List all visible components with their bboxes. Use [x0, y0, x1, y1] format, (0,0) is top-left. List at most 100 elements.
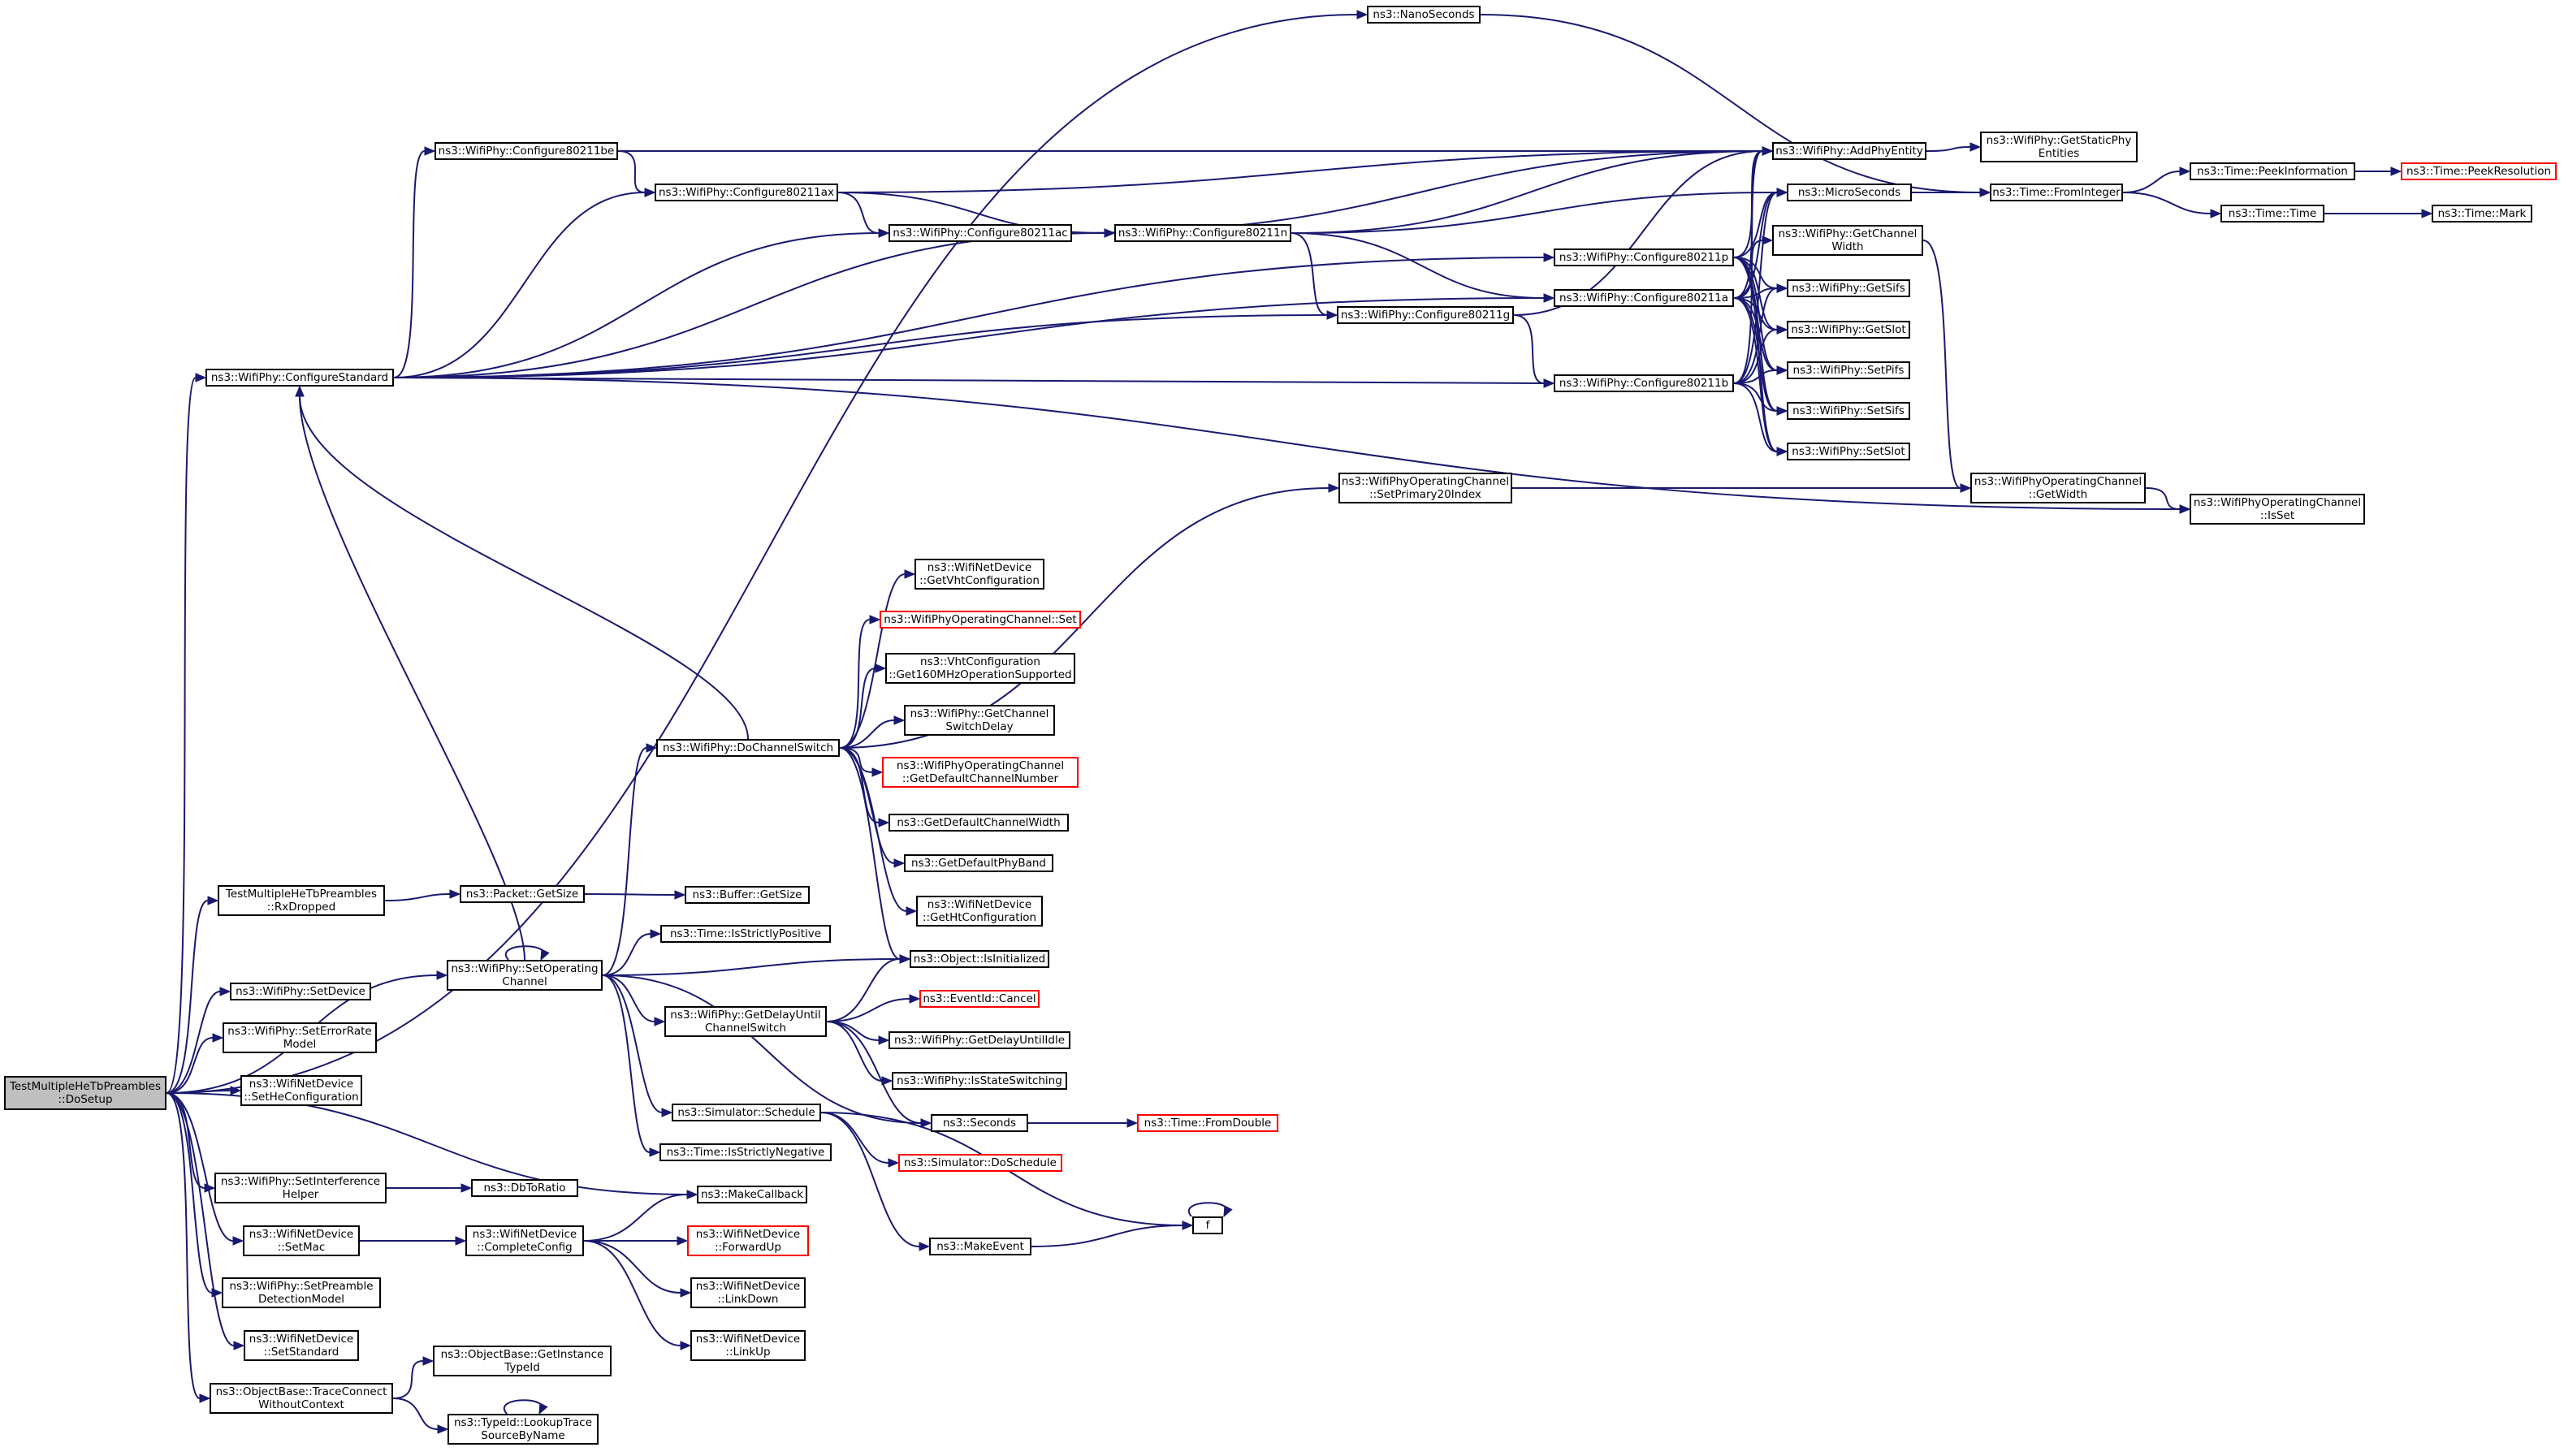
node-set-mac[interactable]: ns3::WifiNetDevice ::SetMac — [243, 1225, 360, 1256]
node-set-preamble-detection-model[interactable]: ns3::WifiPhy::SetPreamble DetectionModel — [222, 1277, 381, 1308]
node-set-standard[interactable]: ns3::WifiNetDevice ::SetStandard — [244, 1330, 359, 1361]
node-configure-80211a[interactable]: ns3::WifiPhy::Configure80211a — [1554, 289, 1734, 307]
node-add-phy-entity[interactable]: ns3::WifiPhy::AddPhyEntity — [1772, 142, 1926, 160]
node-configure-80211ac[interactable]: ns3::WifiPhy::Configure80211ac — [889, 224, 1072, 242]
node-configure-80211p[interactable]: ns3::WifiPhy::Configure80211p — [1554, 248, 1734, 266]
edge-frominteger-time — [2122, 192, 2212, 214]
node-get-static-phy-entities[interactable]: ns3::WifiPhy::GetStaticPhy Entities — [1980, 132, 2138, 162]
node-dosetup[interactable]: TestMultipleHeTbPreambles ::DoSetup — [4, 1076, 166, 1110]
node-is-strictly-positive[interactable]: ns3::Time::IsStrictlyPositive — [660, 925, 831, 943]
edge-cfg80211b-setpifs — [1733, 369, 1778, 384]
node-seconds[interactable]: ns3::Seconds — [931, 1114, 1028, 1132]
node-simulator-schedule[interactable]: ns3::Simulator::Schedule — [672, 1104, 821, 1121]
edge-setoperatingchannel-configurestandard — [299, 395, 525, 961]
node-is-strictly-negative[interactable]: ns3::Time::IsStrictlyNegative — [659, 1143, 832, 1161]
node-get-vht-configuration[interactable]: ns3::WifiNetDevice ::GetVhtConfiguration — [914, 559, 1044, 590]
edge-cfg80211n-addphyentity — [1291, 150, 1763, 234]
node-time-from-double[interactable]: ns3::Time::FromDouble — [1137, 1114, 1278, 1132]
node-get-default-channel-width[interactable]: ns3::GetDefaultChannelWidth — [889, 814, 1069, 832]
node-time-from-integer[interactable]: ns3::Time::FromInteger — [1990, 184, 2123, 201]
node-forward-up[interactable]: ns3::WifiNetDevice ::ForwardUp — [687, 1225, 809, 1256]
node-time-time[interactable]: ns3::Time::Time — [2220, 205, 2324, 223]
edge-completeconfig-linkup — [583, 1240, 681, 1346]
node-configure-80211be[interactable]: ns3::WifiPhy::Configure80211be — [435, 142, 618, 160]
node-complete-config[interactable]: ns3::WifiNetDevice ::CompleteConfig — [465, 1225, 584, 1256]
edge-rxdropped-packetgetsize — [384, 893, 451, 901]
node-get-ht-configuration[interactable]: ns3::WifiNetDevice ::GetHtConfiguration — [916, 896, 1043, 927]
node-lookup-trace-source-by-name[interactable]: ns3::TypeId::LookupTrace SourceByName — [448, 1414, 599, 1445]
node-get-delay-until-idle[interactable]: ns3::WifiPhy::GetDelayUntilIdle — [889, 1031, 1070, 1049]
node-f[interactable]: f — [1192, 1216, 1223, 1234]
node-make-callback[interactable]: ns3::MakeCallback — [697, 1186, 807, 1203]
node-set-device[interactable]: ns3::WifiPhy::SetDevice — [230, 983, 371, 1000]
node-simulator-do-schedule[interactable]: ns3::Simulator::DoSchedule — [898, 1154, 1062, 1172]
edge-setoperatingchannel-isstrictlynegative — [602, 974, 651, 1153]
arrowhead-getdelayuntil-getdelayidle — [878, 1035, 890, 1045]
arrowhead-dochannelswitch-setprimary20 — [1328, 483, 1340, 493]
node-set-he-configuration[interactable]: ns3::WifiNetDevice ::SetHeConfiguration — [240, 1075, 362, 1106]
edge-cfg80211p-microseconds — [1733, 192, 1778, 258]
node-time-peek-information[interactable]: ns3::Time::PeekInformation — [2190, 162, 2355, 180]
edge-cfg80211b-microseconds — [1733, 192, 1778, 384]
node-link-down[interactable]: ns3::WifiNetDevice ::LinkDown — [690, 1277, 806, 1308]
node-buffer-get-size[interactable]: ns3::Buffer::GetSize — [685, 886, 810, 904]
node-set-operating-channel[interactable]: ns3::WifiPhy::SetOperating Channel — [447, 960, 603, 991]
node-get-instance-type-id[interactable]: ns3::ObjectBase::GetInstance TypeId — [433, 1346, 612, 1376]
node-set-pifs[interactable]: ns3::WifiPhy::SetPifs — [1787, 361, 1910, 379]
edge-getdelayuntil-isstateswitching — [826, 1021, 883, 1082]
arrowhead-completeconfig-forwardup — [677, 1236, 689, 1246]
node-nanoseconds[interactable]: ns3::NanoSeconds — [1367, 6, 1481, 24]
node-micro-seconds[interactable]: ns3::MicroSeconds — [1787, 184, 1912, 201]
node-operating-channel-is-set[interactable]: ns3::WifiPhyOperatingChannel ::IsSet — [2190, 494, 2365, 525]
node-configure-80211n[interactable]: ns3::WifiPhy::Configure80211n — [1114, 224, 1291, 242]
node-set-primary20-index[interactable]: ns3::WifiPhyOperatingChannel ::SetPrimar… — [1338, 473, 1512, 503]
node-do-channel-switch[interactable]: ns3::WifiPhy::DoChannelSwitch — [656, 739, 840, 757]
node-db-to-ratio[interactable]: ns3::DbToRatio — [471, 1179, 578, 1197]
node-configure-80211b[interactable]: ns3::WifiPhy::Configure80211b — [1554, 374, 1734, 392]
edge-makeevent-f — [1031, 1225, 1183, 1247]
node-get-default-phy-band[interactable]: ns3::GetDefaultPhyBand — [904, 854, 1053, 872]
node-time-mark[interactable]: ns3::Time::Mark — [2432, 205, 2532, 223]
edge-configurestandard-cfg80211ax — [393, 192, 646, 378]
node-get-160mhz-operation-supported[interactable]: ns3::VhtConfiguration ::Get160MHzOperati… — [885, 653, 1075, 684]
node-get-sifs[interactable]: ns3::WifiPhy::GetSifs — [1787, 279, 1910, 297]
node-make-event[interactable]: ns3::MakeEvent — [929, 1238, 1031, 1255]
arrowhead-completeconfig-makecallback — [686, 1190, 698, 1199]
node-operating-channel-set[interactable]: ns3::WifiPhyOperatingChannel::Set — [880, 611, 1081, 629]
node-packet-get-size[interactable]: ns3::Packet::GetSize — [460, 885, 585, 903]
node-configure-standard[interactable]: ns3::WifiPhy::ConfigureStandard — [205, 369, 394, 387]
arrowhead-setmac-completeconfig — [455, 1236, 467, 1246]
edge-setoperatingchannel-dochannelswitch — [602, 747, 647, 976]
node-get-channel-width[interactable]: ns3::WifiPhy::GetChannel Width — [1772, 225, 1923, 256]
arrowhead-makeevent-f — [1182, 1221, 1194, 1230]
node-get-slot[interactable]: ns3::WifiPhy::GetSlot — [1787, 321, 1910, 339]
arrowhead-traceconnect-lookuptrace — [437, 1424, 449, 1434]
node-link-up[interactable]: ns3::WifiNetDevice ::LinkUp — [690, 1330, 806, 1361]
arrowhead-microseconds-frominteger — [1979, 188, 1991, 197]
node-time-peek-resolution[interactable]: ns3::Time::PeekResolution — [2401, 162, 2557, 180]
arrowhead-dosetup-nanoseconds — [1356, 10, 1368, 19]
node-rx-dropped[interactable]: TestMultipleHeTbPreambles ::RxDropped — [218, 885, 385, 916]
arrowhead-dochannelswitch-getdefchnum — [871, 767, 884, 777]
node-trace-connect-without-context[interactable]: ns3::ObjectBase::TraceConnect WithoutCon… — [210, 1383, 393, 1414]
node-get-delay-until-channel-switch[interactable]: ns3::WifiPhy::GetDelayUntil ChannelSwitc… — [664, 1006, 827, 1037]
edge-dochannelswitch-gethtcfg — [839, 747, 907, 912]
node-set-sifs[interactable]: ns3::WifiPhy::SetSifs — [1787, 402, 1910, 420]
edge-getdelayuntil-getdelayidle — [826, 1021, 880, 1041]
node-get-default-channel-number[interactable]: ns3::WifiPhyOperatingChannel ::GetDefaul… — [882, 757, 1079, 788]
edge-dosetup-configurestandard — [166, 377, 197, 1094]
node-object-is-initialized[interactable]: ns3::Object::IsInitialized — [910, 950, 1049, 968]
node-set-error-rate-model[interactable]: ns3::WifiPhy::SetErrorRate Model — [223, 1022, 377, 1053]
arrowhead-getdelayuntil-seconds — [920, 1118, 932, 1128]
edge-cfg80211b-setsifs — [1733, 382, 1778, 412]
node-set-slot[interactable]: ns3::WifiPhy::SetSlot — [1787, 443, 1910, 460]
edge-getdelayuntil-seconds — [826, 1021, 922, 1124]
node-configure-80211ax[interactable]: ns3::WifiPhy::Configure80211ax — [655, 184, 838, 201]
node-is-state-switching[interactable]: ns3::WifiPhy::IsStateSwitching — [892, 1072, 1067, 1090]
node-operating-channel-get-width[interactable]: ns3::WifiPhyOperatingChannel ::GetWidth — [1970, 473, 2146, 503]
node-set-interference-helper[interactable]: ns3::WifiPhy::SetInterference Helper — [214, 1173, 387, 1203]
node-event-id-cancel[interactable]: ns3::EventId::Cancel — [919, 990, 1040, 1008]
node-configure-80211g[interactable]: ns3::WifiPhy::Configure80211g — [1337, 306, 1514, 324]
node-get-channel-switch-delay[interactable]: ns3::WifiPhy::GetChannel SwitchDelay — [904, 705, 1055, 736]
